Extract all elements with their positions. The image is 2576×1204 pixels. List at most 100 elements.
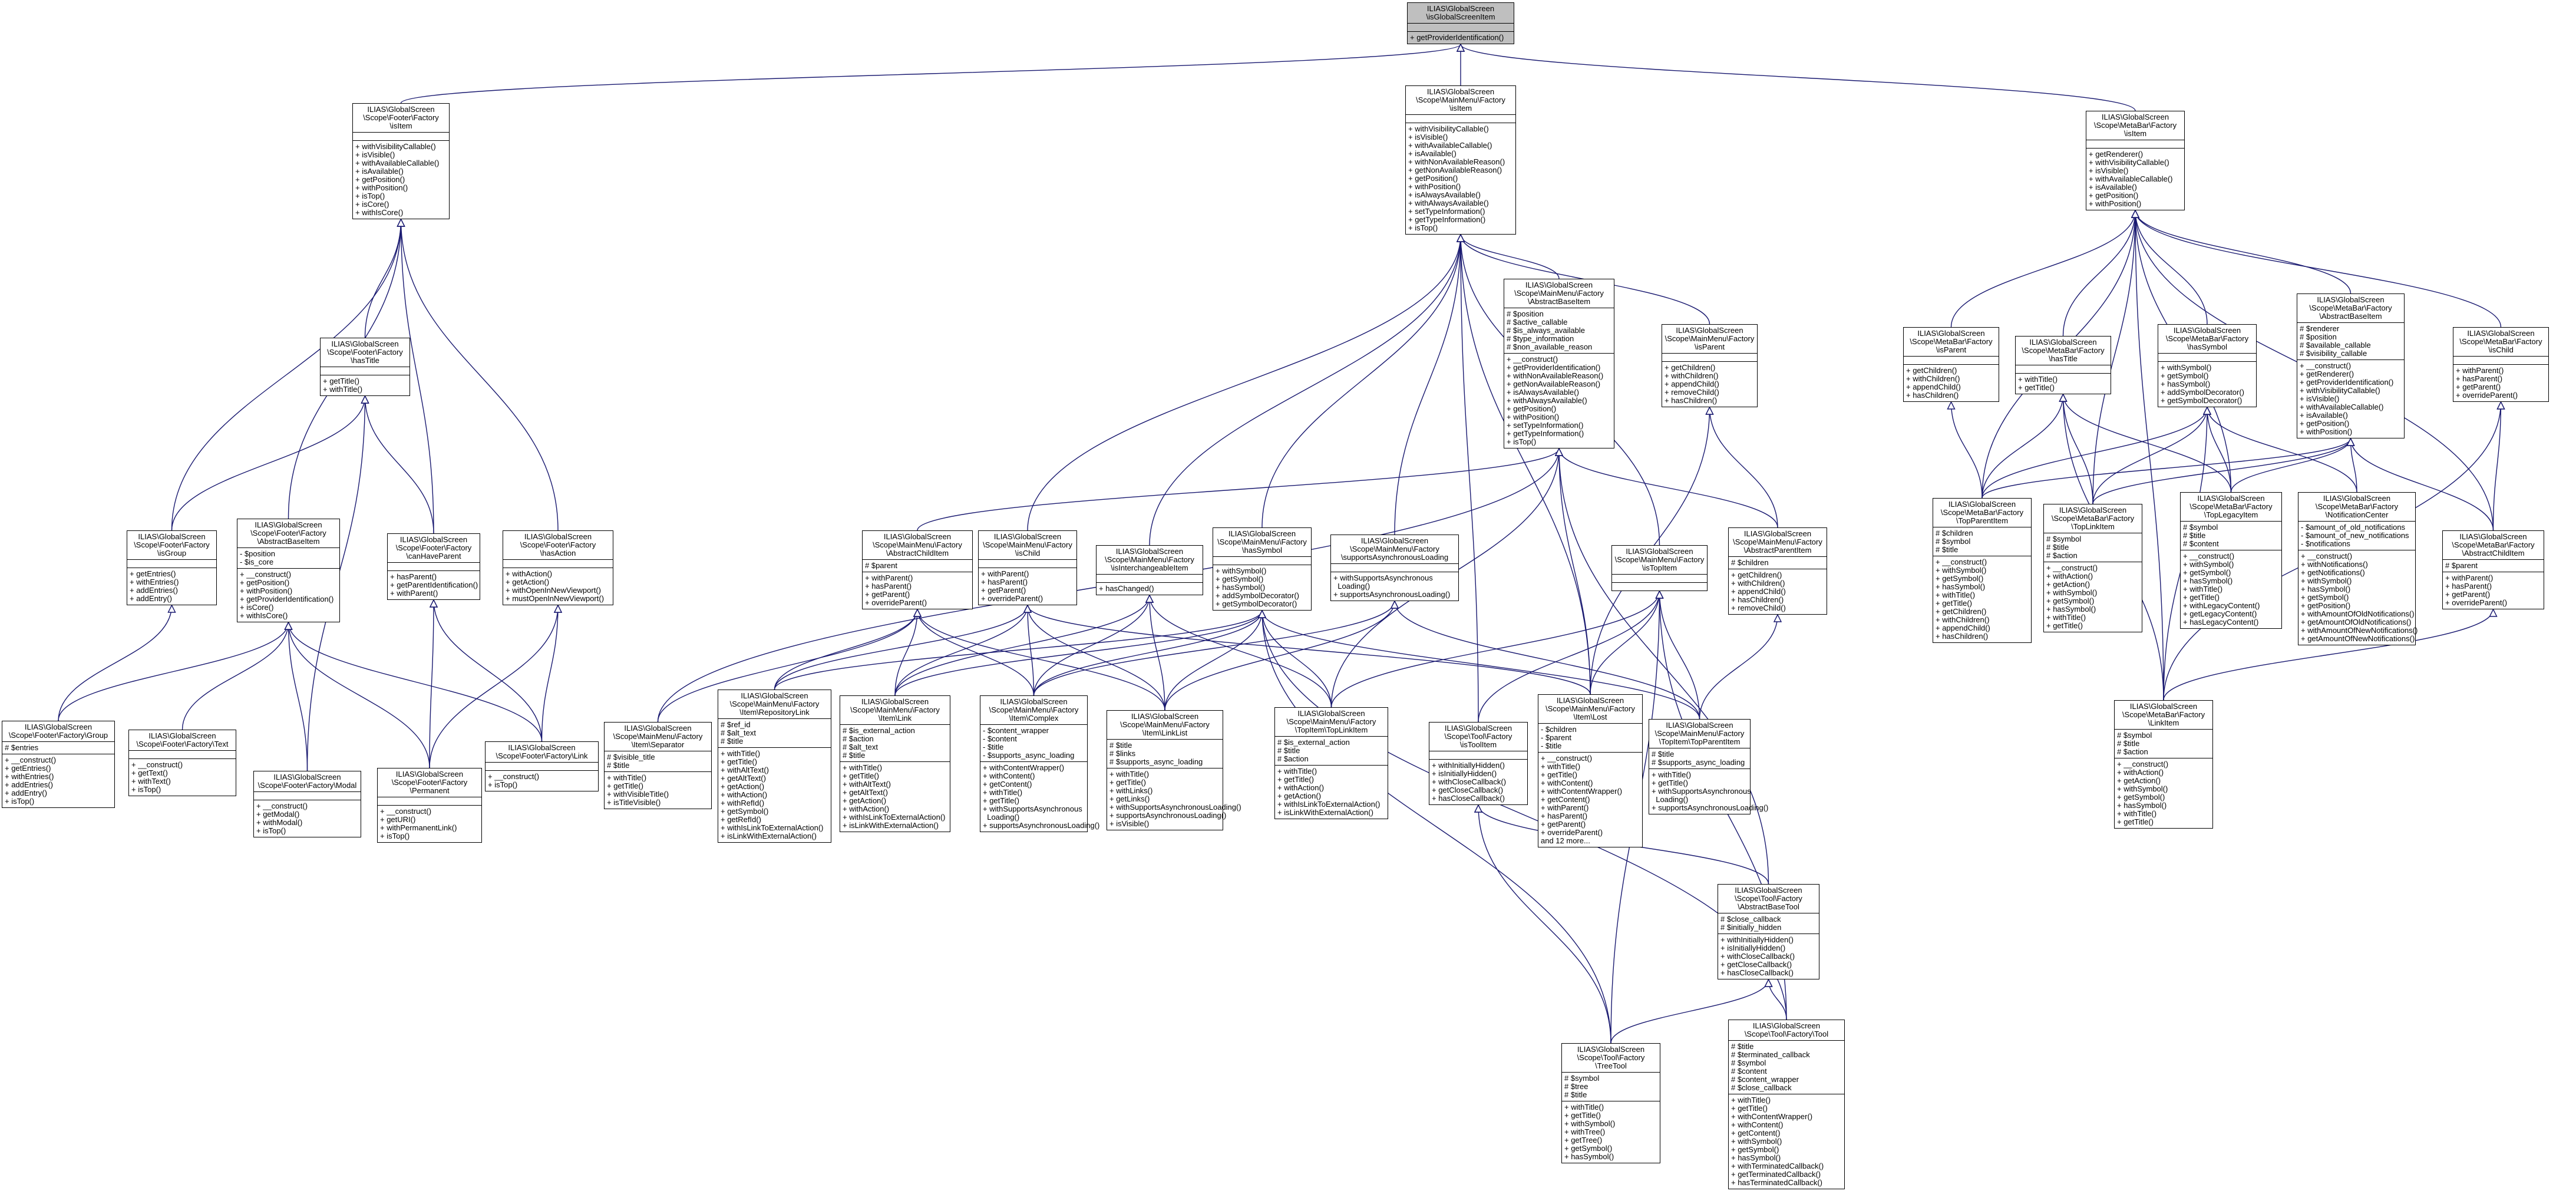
class-box-mbabstractchild[interactable]: ILIAS\GlobalScreen \Scope\MetaBar\Factor… <box>2442 530 2544 609</box>
attribute-line: # $action <box>843 734 874 743</box>
class-title: ILIAS\GlobalScreen \Scope\MainMenu\Facto… <box>1406 86 1515 115</box>
inheritance-edge <box>1710 407 1778 528</box>
class-box-mmischild[interactable]: ILIAS\GlobalScreen \Scope\MainMenu\Facto… <box>978 530 1077 605</box>
method-line: + hasChildren() <box>1906 391 1959 400</box>
class-box-ftpermanent[interactable]: ILIAS\GlobalScreen \Scope\Footer\Factory… <box>377 768 482 843</box>
class-box-ftisgroup[interactable]: ILIAS\GlobalScreen \Scope\Footer\Factory… <box>127 530 217 605</box>
inheritance-edge <box>1981 407 2207 499</box>
class-attributes: # $children <box>1729 557 1827 569</box>
attribute-line: - $notifications <box>2301 539 2350 548</box>
class-box-ftlink[interactable]: ILIAS\GlobalScreen \Scope\Footer\Factory… <box>485 741 599 791</box>
class-box-mmtopparent[interactable]: ILIAS\GlobalScreen \Scope\MainMenu\Facto… <box>1649 719 1768 814</box>
class-box-mmabstractparent[interactable]: ILIAS\GlobalScreen \Scope\MainMenu\Facto… <box>1728 527 1827 615</box>
class-box-tftool[interactable]: ILIAS\GlobalScreen \Scope\Tool\Factory\T… <box>1728 1020 1845 1189</box>
class-attributes: - $content_wrapper- $content- $title- $s… <box>980 725 1087 762</box>
class-box-mbisparent[interactable]: ILIAS\GlobalScreen \Scope\MetaBar\Factor… <box>1903 327 1999 402</box>
class-box-mbtoplink[interactable]: ILIAS\GlobalScreen \Scope\MetaBar\Factor… <box>2043 504 2142 632</box>
class-box-mbhastitle[interactable]: ILIAS\GlobalScreen \Scope\MetaBar\Factor… <box>2015 336 2111 394</box>
class-box-mbtoplegacy[interactable]: ILIAS\GlobalScreen \Scope\MetaBar\Factor… <box>2180 492 2282 629</box>
class-box-mmlink[interactable]: ILIAS\GlobalScreen \Scope\MainMenu\Facto… <box>840 695 950 832</box>
method-line: + getPosition() <box>1408 174 1458 183</box>
class-methods: + __construct()+ withSymbol()+ getSymbol… <box>2181 550 2281 628</box>
class-box-mmistopitem[interactable]: ILIAS\GlobalScreen \Scope\MainMenu\Facto… <box>1611 545 1708 591</box>
attribute-line: # $symbol <box>2183 523 2218 532</box>
class-box-mbisitem[interactable]: ILIAS\GlobalScreen \Scope\MetaBar\Factor… <box>2086 111 2185 210</box>
class-box-mbischild[interactable]: ILIAS\GlobalScreen \Scope\MetaBar\Factor… <box>2453 327 2549 402</box>
inheritance-edge <box>1610 979 1769 1044</box>
class-box-mbnotification[interactable]: ILIAS\GlobalScreen \Scope\MetaBar\Factor… <box>2298 492 2418 645</box>
inheritance-edge <box>1028 605 1035 696</box>
class-title: ILIAS\GlobalScreen \Scope\Tool\Factory \… <box>1429 723 1527 751</box>
method-line: + __construct() <box>380 807 432 816</box>
class-box-mmseparator[interactable]: ILIAS\GlobalScreen \Scope\MainMenu\Facto… <box>604 722 712 809</box>
class-box-ftisitem[interactable]: ILIAS\GlobalScreen \Scope\Footer\Factory… <box>352 103 450 219</box>
method-line: + getSymbol() <box>1564 1144 1613 1153</box>
class-methods: + __construct()+ getProviderIdentificati… <box>1504 354 1614 448</box>
inheritance-edge <box>1950 210 2136 328</box>
class-title: ILIAS\GlobalScreen \Scope\MetaBar\Factor… <box>2443 531 2544 560</box>
class-box-mbtopparent[interactable]: ILIAS\GlobalScreen \Scope\MetaBar\Factor… <box>1933 498 2032 643</box>
class-box-tfistool[interactable]: ILIAS\GlobalScreen \Scope\Tool\Factory \… <box>1429 722 1528 805</box>
class-box-tfabstracttool[interactable]: ILIAS\GlobalScreen \Scope\Tool\Factory \… <box>1718 884 1819 979</box>
class-box-mbabstractbase[interactable]: ILIAS\GlobalScreen \Scope\MetaBar\Factor… <box>2297 293 2405 438</box>
method-line: + hasCloseCallback() <box>1432 794 1505 803</box>
inheritance-edge <box>58 605 172 721</box>
class-box-fttext[interactable]: ILIAS\GlobalScreen \Scope\Footer\Factory… <box>128 730 236 796</box>
class-title: ILIAS\GlobalScreen \Scope\MainMenu\Facto… <box>1538 695 1642 724</box>
method-line: + getTitle() <box>1109 778 1147 787</box>
inheritance-edge <box>657 609 918 723</box>
inheritance-edge <box>401 219 434 534</box>
method-line: + getProviderIdentification() <box>240 595 334 603</box>
method-line: + withChildren() <box>1906 374 1960 383</box>
class-box-ftmodal[interactable]: ILIAS\GlobalScreen \Scope\Footer\Factory… <box>253 771 361 837</box>
class-attributes: # $ref_id# $alt_text# $title <box>718 719 831 748</box>
method-line: + withEntries() <box>5 772 54 781</box>
class-box-mmrepolink[interactable]: ILIAS\GlobalScreen \Scope\MainMenu\Facto… <box>718 690 831 843</box>
class-box-mmcomplex[interactable]: ILIAS\GlobalScreen \Scope\MainMenu\Facto… <box>980 695 1099 832</box>
class-box-mmlinklist[interactable]: ILIAS\GlobalScreen \Scope\MainMenu\Facto… <box>1107 710 1241 830</box>
method-line: + withParent() <box>2445 573 2494 582</box>
class-box-mmisparent[interactable]: ILIAS\GlobalScreen \Scope\MainMenu\Facto… <box>1662 324 1758 407</box>
method-line: + withAction() <box>506 569 553 578</box>
class-box-mmsupportsasync[interactable]: ILIAS\GlobalScreen \Scope\MainMenu\Facto… <box>1330 535 1459 601</box>
class-box-mbhassymbol[interactable]: ILIAS\GlobalScreen \Scope\MetaBar\Factor… <box>2158 324 2257 407</box>
class-title: ILIAS\GlobalScreen \Scope\MainMenu\Facto… <box>1331 535 1458 564</box>
class-box-ftgroup[interactable]: ILIAS\GlobalScreen \Scope\Footer\Factory… <box>2 721 115 808</box>
class-attributes: # $children# $symbol# $title <box>1933 527 2031 556</box>
class-box-mmisitem[interactable]: ILIAS\GlobalScreen \Scope\MainMenu\Facto… <box>1405 85 1516 235</box>
method-line: + getNonAvailableReason() <box>1408 166 1502 174</box>
class-box-mmtoplink[interactable]: ILIAS\GlobalScreen \Scope\MainMenu\Facto… <box>1274 707 1388 819</box>
attribute-line: # $close_callback <box>1731 1083 1792 1092</box>
class-box-mmabstractbase[interactable]: ILIAS\GlobalScreen \Scope\MainMenu\Facto… <box>1504 279 1614 448</box>
inheritance-edge <box>1699 615 1778 720</box>
class-attributes: # $symbol# $tree# $title <box>1562 1073 1660 1101</box>
class-box-mblinkitem[interactable]: ILIAS\GlobalScreen \Scope\MetaBar\Factor… <box>2114 700 2213 829</box>
class-box-mmlost[interactable]: ILIAS\GlobalScreen \Scope\MainMenu\Facto… <box>1538 694 1643 847</box>
class-title: ILIAS\GlobalScreen \Scope\MetaBar\Factor… <box>2181 493 2281 522</box>
method-line: + getPosition() <box>2300 419 2350 428</box>
class-box-ftcanhaveparent[interactable]: ILIAS\GlobalScreen \Scope\Footer\Factory… <box>387 533 480 600</box>
class-box-gsitem[interactable]: ILIAS\GlobalScreen \isGlobalScreenItem+ … <box>1407 2 1514 44</box>
method-line: + getAction() <box>2117 776 2161 785</box>
class-box-mmabstractchild[interactable]: ILIAS\GlobalScreen \Scope\MainMenu\Facto… <box>862 530 973 609</box>
method-line: + getProviderIdentification() <box>2300 378 2394 387</box>
method-line: + withIsLinkToExternalAction() <box>843 813 946 822</box>
method-line: + isVisible() <box>1408 133 1448 141</box>
method-line: + withVisibleTitle() <box>607 790 669 799</box>
class-box-ftabstract[interactable]: ILIAS\GlobalScreen \Scope\Footer\Factory… <box>237 519 340 622</box>
method-line: + hasLegacyContent() <box>2183 618 2259 626</box>
class-box-fthasaction[interactable]: ILIAS\GlobalScreen \Scope\Footer\Factory… <box>503 530 613 605</box>
method-line: + withAvailableCallable() <box>1408 141 1492 150</box>
class-box-mmhassymbol[interactable]: ILIAS\GlobalScreen \Scope\MainMenu\Facto… <box>1213 527 1312 611</box>
class-attributes <box>1213 557 1311 565</box>
method-line: + withTitle() <box>2183 585 2223 593</box>
class-attributes <box>1662 354 1757 362</box>
attribute-line: - $position <box>240 549 275 558</box>
inheritance-edge <box>2207 407 2232 493</box>
method-line: + withTitle() <box>843 763 883 772</box>
class-box-mmisinterchange[interactable]: ILIAS\GlobalScreen \Scope\MainMenu\Facto… <box>1096 545 1203 595</box>
class-box-tftreetool[interactable]: ILIAS\GlobalScreen \Scope\Tool\Factory \… <box>1561 1043 1660 1163</box>
class-box-fthastitle[interactable]: ILIAS\GlobalScreen \Scope\Footer\Factory… <box>320 338 410 396</box>
class-title: ILIAS\GlobalScreen \Scope\MainMenu\Facto… <box>1662 325 1757 354</box>
